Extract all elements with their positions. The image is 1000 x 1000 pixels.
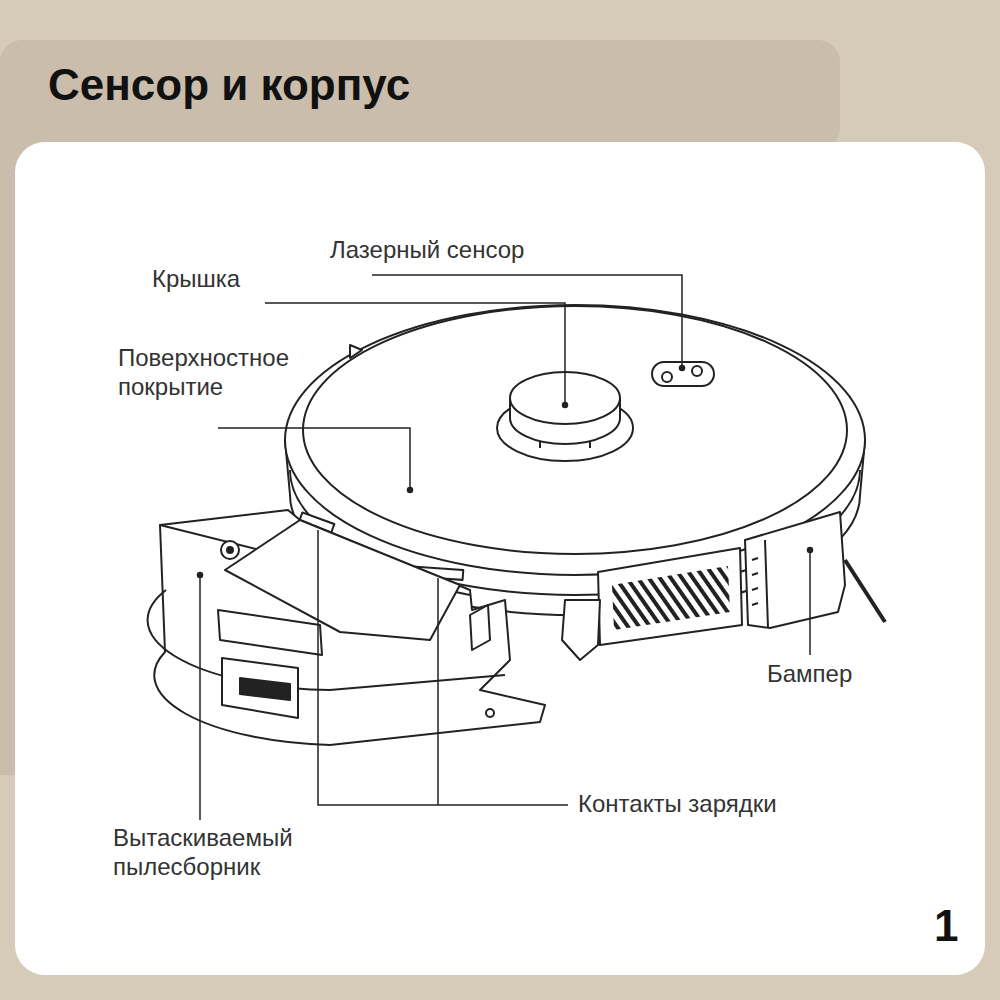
page-title: Сенсор и корпус bbox=[48, 60, 410, 110]
button bbox=[662, 372, 672, 382]
leader-dot bbox=[563, 403, 568, 408]
title-band bbox=[0, 40, 840, 150]
part-label: Лазерный сенсор bbox=[330, 236, 524, 265]
leader-lines bbox=[198, 275, 813, 820]
vent-panel bbox=[598, 548, 742, 645]
leader-line bbox=[199, 575, 201, 820]
page-number: 1 bbox=[934, 900, 958, 953]
cover-notch bbox=[350, 345, 362, 358]
leader-dot bbox=[198, 573, 203, 578]
leader-line bbox=[265, 303, 565, 405]
part-label: Поверхностное покрытие bbox=[118, 344, 333, 402]
dustbin-latch bbox=[470, 605, 490, 650]
leader-line bbox=[218, 428, 410, 490]
leader-line bbox=[318, 530, 568, 805]
leader-dot bbox=[408, 488, 413, 493]
part-label: Бампер bbox=[767, 660, 852, 689]
part-label: Крышка bbox=[152, 265, 240, 294]
leader-line bbox=[809, 550, 811, 655]
bumper-edge bbox=[765, 540, 768, 628]
dustbin-window bbox=[222, 658, 298, 718]
dustbin bbox=[154, 510, 545, 745]
wheel-well bbox=[562, 600, 600, 660]
dustbin-screw bbox=[486, 709, 494, 717]
dustbin-slot bbox=[240, 678, 290, 700]
part-label: Контакты зарядки bbox=[578, 790, 777, 819]
leader-line bbox=[372, 275, 682, 368]
release-button bbox=[221, 541, 239, 559]
bumper bbox=[745, 512, 845, 628]
bumper-ribs bbox=[752, 558, 758, 605]
dustbin-handle bbox=[218, 610, 322, 655]
part-label: Вытаскиваемый пылесборник bbox=[113, 824, 333, 882]
leader-dot bbox=[808, 548, 813, 553]
side-brush bbox=[845, 560, 885, 622]
button bbox=[692, 366, 702, 376]
leader-dot bbox=[680, 366, 685, 371]
white-panel bbox=[15, 142, 985, 975]
top-cover bbox=[303, 306, 847, 554]
vent-slots bbox=[612, 566, 730, 630]
release-dot bbox=[227, 547, 233, 553]
button-panel bbox=[652, 362, 714, 386]
